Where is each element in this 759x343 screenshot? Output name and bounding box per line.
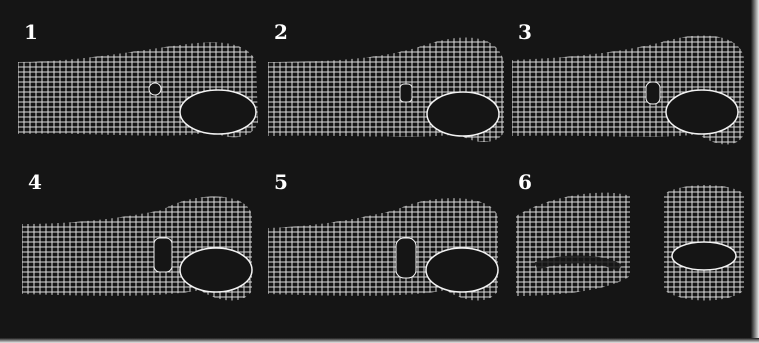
mesh-tube-illustration — [512, 172, 758, 332]
mesh-tube-illustration — [18, 22, 264, 182]
mesh-tube-illustration — [268, 172, 514, 332]
panel-3: 3 — [512, 22, 758, 182]
panel-1: 1 — [18, 22, 264, 182]
panel-4: 4 — [22, 172, 268, 332]
panel-5: 5 — [268, 172, 514, 332]
page-edge-bottom — [0, 338, 759, 343]
mesh-tube-illustration — [268, 22, 514, 182]
mesh-tube-illustration — [512, 22, 758, 182]
mesh-tube-illustration — [22, 172, 268, 332]
page-edge-right — [751, 0, 759, 343]
panel-2: 2 — [268, 22, 514, 182]
panel-6: 6 — [512, 172, 758, 332]
